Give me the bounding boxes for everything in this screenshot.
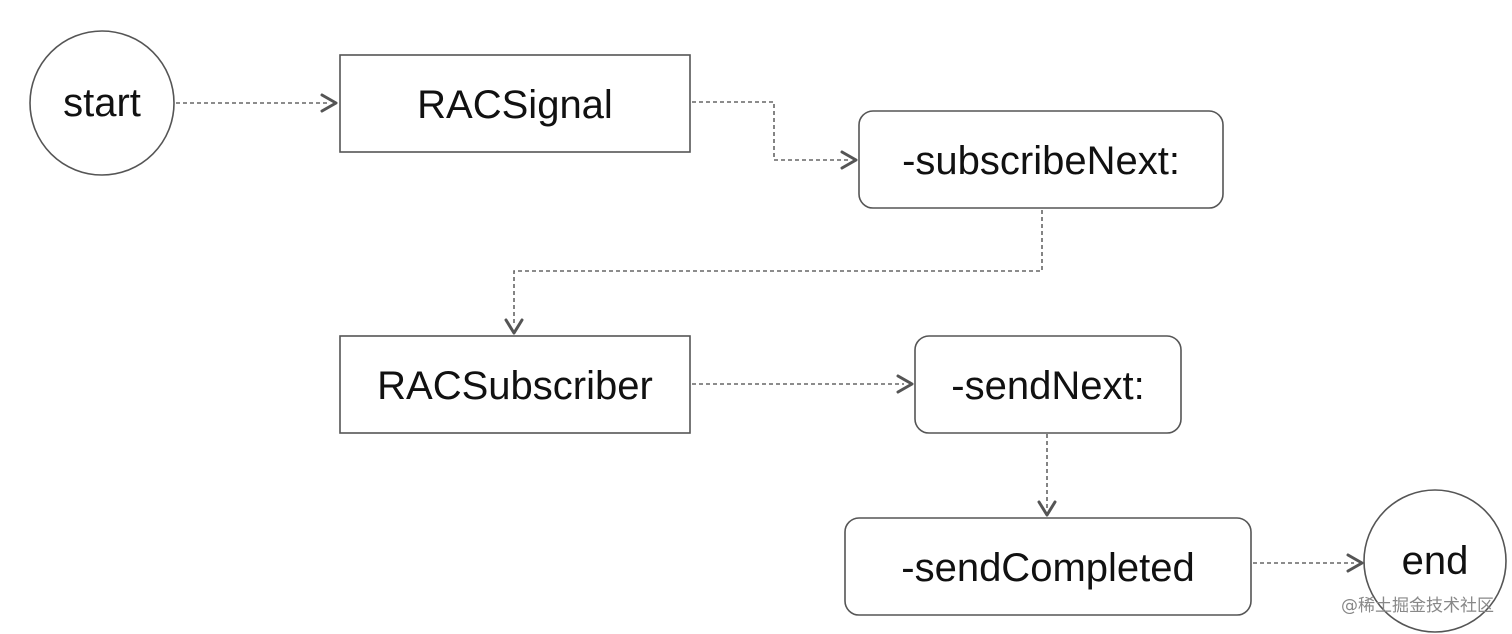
watermark-text: @稀土掘金技术社区 bbox=[1341, 596, 1494, 616]
node-racsubscriber: RACSubscriber bbox=[339, 335, 691, 434]
arrowhead-subscribenext bbox=[840, 150, 858, 170]
node-subscribenext-label: -subscribeNext: bbox=[902, 139, 1180, 183]
edge-subscribenext-to-racsubscriber bbox=[513, 210, 1043, 326]
node-sendnext-label: -sendNext: bbox=[951, 364, 1144, 408]
edge-racsignal-to-subscribenext bbox=[692, 101, 848, 161]
node-start-label: start bbox=[63, 81, 141, 125]
arrowhead-racsubscriber bbox=[504, 318, 524, 335]
arrowhead-sendcompleted bbox=[1037, 500, 1057, 517]
arrowhead-sendnext bbox=[896, 374, 914, 394]
edges bbox=[176, 93, 1364, 573]
node-start: start bbox=[29, 30, 175, 176]
arrowhead-racsignal bbox=[320, 93, 338, 113]
node-racsignal-label: RACSignal bbox=[417, 83, 613, 127]
arrowhead-end bbox=[1346, 553, 1364, 573]
node-sendnext: -sendNext: bbox=[914, 335, 1182, 434]
node-sendcompleted-label: -sendCompleted bbox=[901, 546, 1195, 590]
node-end: end bbox=[1363, 489, 1507, 633]
node-racsubscriber-label: RACSubscriber bbox=[377, 364, 653, 408]
node-subscribenext: -subscribeNext: bbox=[858, 110, 1224, 209]
node-end-label: end bbox=[1402, 539, 1469, 583]
node-racsignal: RACSignal bbox=[339, 54, 691, 153]
node-sendcompleted: -sendCompleted bbox=[844, 517, 1252, 616]
